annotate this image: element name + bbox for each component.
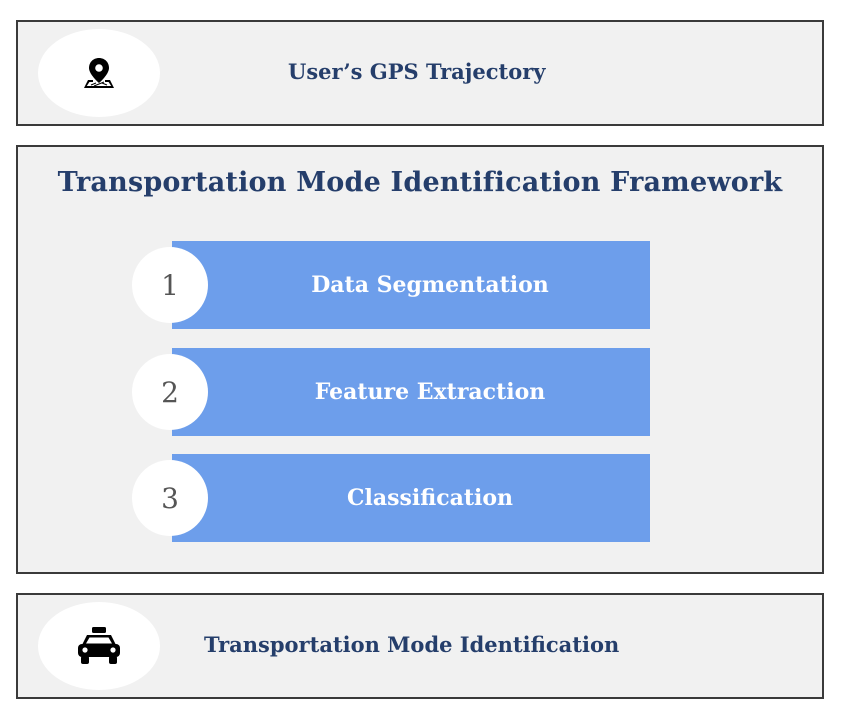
step-label: Data Segmentation — [311, 272, 549, 298]
input-label: User’s GPS Trajectory — [288, 59, 546, 84]
step-number-badge: 1 — [132, 247, 208, 323]
input-box: User’s GPS Trajectory — [16, 20, 824, 126]
framework-box: Transportation Mode Identification Frame… — [16, 145, 824, 574]
input-icon-badge — [38, 29, 160, 117]
taxi-icon — [78, 627, 120, 664]
map-pin-icon — [84, 58, 114, 88]
step-label: Classification — [346, 485, 514, 511]
step-number-badge: 3 — [132, 460, 208, 536]
output-label: Transportation Mode Identification — [204, 632, 620, 657]
output-box: Transportation Mode Identification — [16, 593, 824, 699]
step-bar — [172, 348, 650, 436]
step-data-segmentation: 1 Data Segmentation — [132, 241, 652, 329]
step-classification: 3 Classification — [132, 454, 652, 542]
output-icon-badge — [38, 602, 160, 690]
framework-title: Transportation Mode Identification Frame… — [57, 167, 783, 198]
step-feature-extraction: 2 Feature Extraction — [132, 348, 652, 436]
step-bar — [172, 241, 650, 329]
step-number-badge: 2 — [132, 354, 208, 430]
step-bar — [172, 454, 650, 542]
step-label: Feature Extraction — [314, 379, 546, 405]
